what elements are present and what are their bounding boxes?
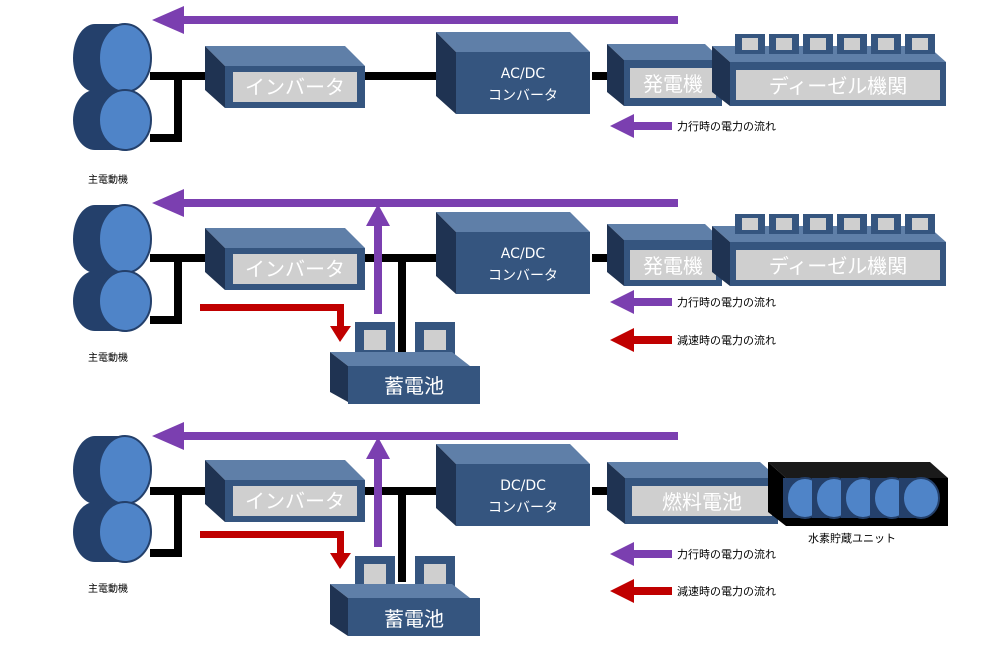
row-1-motor	[73, 23, 152, 151]
motor-cylinder-icon	[73, 435, 152, 505]
row-2-motor	[73, 204, 152, 332]
row-3-tank-label: 水素貯蔵ユニット	[808, 532, 896, 545]
row-2-legend: 力行時の電力の流れ 減速時の電力の流れ	[610, 290, 776, 352]
row-3-motor-label: 主電動機	[88, 582, 128, 595]
row-1-inverter-label: インバータ	[245, 75, 345, 99]
row-1-connectors	[150, 72, 612, 142]
row-1-source-label: ディーゼル機関	[769, 74, 908, 98]
row-1-converter-label-2: コンバータ	[488, 88, 558, 104]
row-1-generator-label: 発電機	[643, 72, 703, 96]
row-3-up-flow-arrow	[366, 437, 390, 547]
row-2-motor-label: 主電動機	[88, 351, 128, 364]
row-1-legend: 力行時の電力の流れ	[610, 114, 776, 138]
row-2-battery: 蓄電池	[330, 322, 480, 404]
row-2-converter-label-1: AC/DC	[501, 246, 546, 262]
row-3-top-flow-arrow	[152, 422, 678, 450]
row-1: 主電動機 インバータ AC/DC コンバータ	[73, 6, 946, 186]
row-2-inverter-label: インバータ	[245, 257, 345, 281]
motor-cylinder-icon	[73, 270, 152, 332]
row-3-converter: DC/DC コンバータ	[436, 444, 590, 526]
motor-cylinder-icon	[73, 204, 152, 274]
row-3-connectors	[150, 487, 612, 582]
row-1-legend-powering: 力行時の電力の流れ	[677, 119, 776, 133]
row-2-diesel-engine: ディーゼル機関	[712, 214, 946, 286]
row-2-top-flow-arrow	[152, 189, 678, 217]
row-3-battery: 蓄電池	[330, 556, 480, 636]
row-2-converter-label-2: コンバータ	[488, 268, 558, 284]
motor-cylinder-icon	[73, 501, 152, 563]
motor-cylinder-icon	[73, 23, 152, 93]
row-3-battery-label: 蓄電池	[384, 607, 444, 631]
row-3-converter-label-2: コンバータ	[488, 500, 558, 516]
row-3: 主電動機 インバータ D	[73, 422, 948, 636]
row-1-inverter: インバータ	[205, 46, 365, 108]
row-2-up-flow-arrow	[366, 204, 390, 314]
row-3-hydrogen-tank	[768, 462, 948, 526]
row-2-legend-powering: 力行時の電力の流れ	[677, 295, 776, 309]
row-2-battery-label: 蓄電池	[384, 374, 444, 398]
row-3-motor	[73, 435, 152, 563]
row-3-legend-powering: 力行時の電力の流れ	[677, 547, 776, 561]
row-3-legend-regen: 減速時の電力の流れ	[677, 584, 776, 598]
row-2-regen-flow-arrow	[200, 304, 351, 342]
row-3-regen-flow-arrow	[200, 531, 351, 569]
row-2-converter: AC/DC コンバータ	[436, 212, 590, 294]
row-1-converter: AC/DC コンバータ	[436, 32, 590, 114]
engine-cylinder-icons	[735, 34, 935, 54]
row-1-motor-label: 主電動機	[88, 173, 128, 186]
engine-cylinder-icons	[735, 214, 935, 234]
row-3-inverter-label: インバータ	[245, 489, 345, 513]
row-2-connectors	[150, 254, 612, 354]
row-2: 主電動機 インバータ	[73, 189, 946, 404]
row-2-inverter: インバータ	[205, 228, 365, 290]
row-1-converter-label-1: AC/DC	[501, 66, 546, 82]
motor-cylinder-icon	[73, 89, 152, 151]
hydrogen-cylinder-icons	[783, 477, 940, 519]
row-2-legend-regen: 減速時の電力の流れ	[677, 333, 776, 347]
row-1-generator: 発電機	[607, 44, 722, 106]
row-3-converter-label-1: DC/DC	[500, 478, 546, 494]
row-3-legend: 力行時の電力の流れ 減速時の電力の流れ	[610, 542, 776, 603]
row-2-source-label: ディーゼル機関	[769, 254, 908, 278]
row-2-generator-label: 発電機	[643, 254, 703, 278]
row-1-diesel-engine: ディーゼル機関	[712, 34, 946, 106]
row-3-fuel-cell: 燃料電池	[607, 462, 778, 524]
row-1-top-flow-arrow	[152, 6, 678, 34]
row-3-inverter: インバータ	[205, 460, 365, 522]
row-2-generator: 発電機	[607, 224, 722, 286]
row-3-generator-label: 燃料電池	[662, 490, 742, 514]
